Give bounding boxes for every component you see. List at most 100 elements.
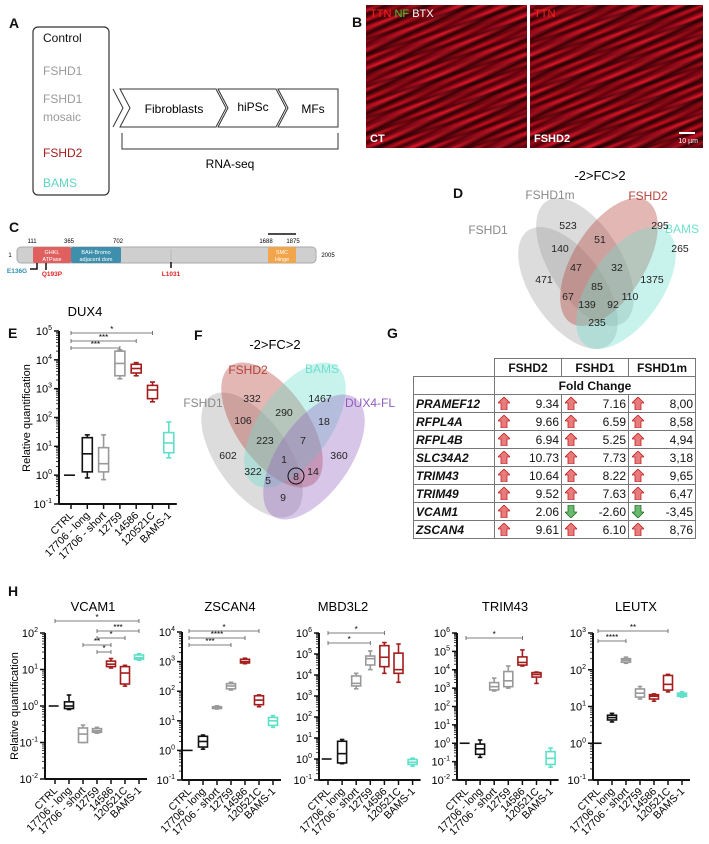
box-17706-long bbox=[474, 739, 486, 759]
box-12759 bbox=[114, 349, 126, 380]
arrow-up-icon bbox=[498, 505, 510, 518]
gene-name: PRAMEF12 bbox=[413, 394, 495, 413]
significance-label: ** bbox=[94, 637, 100, 646]
fold-change-cell: 9.61 bbox=[494, 520, 562, 539]
box-12759 bbox=[364, 650, 376, 671]
arrow-up-icon bbox=[498, 469, 510, 482]
y-tick-label: 104 bbox=[159, 626, 175, 639]
pos-1875: 1875 bbox=[286, 239, 300, 245]
group-bams: BAMS bbox=[43, 176, 77, 190]
fold-change-value: 6.94 bbox=[535, 432, 559, 447]
y-axis-label: Relative quantification bbox=[9, 652, 21, 760]
rnaseq-label: RNA-seq bbox=[206, 157, 255, 171]
chevron-fibroblasts bbox=[119, 88, 227, 128]
iqr-box bbox=[336, 740, 348, 764]
fold-change-value: 6.59 bbox=[602, 414, 626, 429]
venn-d-region-count: 1375 bbox=[640, 274, 664, 286]
y-tick-label: 101 bbox=[159, 715, 175, 728]
fold-change-cell: 9.34 bbox=[494, 394, 562, 413]
gene-name: VCAM1 bbox=[413, 502, 495, 521]
panel-label-h: H bbox=[8, 583, 18, 599]
pos-702: 702 bbox=[113, 239, 124, 245]
y-tick-label: 102 bbox=[434, 701, 450, 714]
y-tick-label: 10-1 bbox=[294, 774, 313, 787]
y-tick-label: 102 bbox=[159, 685, 175, 698]
fold-change-cell: 2.06 bbox=[494, 502, 562, 521]
box-17706-short bbox=[211, 705, 223, 710]
table-corner-2 bbox=[413, 376, 495, 395]
mutation-l1031: L1031 bbox=[162, 271, 181, 278]
venn-d-region-count: 295 bbox=[651, 220, 669, 232]
arrow-up-icon bbox=[498, 487, 510, 500]
condition-ct: CT bbox=[370, 133, 385, 145]
venn-d-region-count: 85 bbox=[591, 281, 603, 293]
fold-change-value: 9.34 bbox=[535, 396, 559, 411]
venn-f-region-count: 290 bbox=[275, 407, 293, 419]
chart-title: LEUTX bbox=[615, 599, 657, 614]
box-17706-short bbox=[97, 434, 110, 481]
chart-title: TRIM43 bbox=[482, 599, 528, 614]
y-tick-label: 103 bbox=[434, 682, 450, 695]
fold-change-cell: 7.63 bbox=[561, 484, 629, 503]
y-tick-label: 100 bbox=[570, 737, 586, 750]
iqr-box bbox=[146, 384, 159, 400]
significance-bar: *** bbox=[70, 340, 121, 350]
subheader-fold-change: Fold Change bbox=[494, 376, 696, 395]
gene-name: SLC34A2 bbox=[413, 448, 495, 467]
significance-bar: * bbox=[465, 630, 523, 640]
y-tick-label: 100 bbox=[296, 753, 312, 766]
box-17706-long bbox=[336, 738, 348, 765]
significance-bar: * bbox=[96, 644, 112, 654]
domain-smc-label2: Hinge bbox=[275, 257, 289, 263]
fold-change-cell: 10.73 bbox=[494, 448, 562, 467]
venn-d-region-count: 32 bbox=[611, 262, 623, 274]
venn-f-region-count: 106 bbox=[234, 415, 252, 427]
fold-change-cell: 9,65 bbox=[628, 466, 696, 485]
arrow-down-icon bbox=[565, 505, 577, 518]
significance-bar: * bbox=[96, 630, 126, 640]
venn-d-region-count: 67 bbox=[562, 291, 574, 303]
venn-f-region-count: 14 bbox=[307, 466, 319, 478]
box-bams-1 bbox=[676, 691, 688, 698]
arrow-up-icon bbox=[498, 397, 510, 410]
significance-label: *** bbox=[91, 340, 100, 349]
box-bams-1 bbox=[267, 714, 279, 729]
box-17706-short bbox=[620, 656, 632, 665]
col-header-fshd1m: FSHD1m bbox=[628, 358, 696, 377]
fold-change-cell: 8,76 bbox=[628, 520, 696, 539]
venn-f-region-count: 1467 bbox=[308, 393, 332, 405]
panel-label-e: E bbox=[8, 325, 17, 341]
y-tick-label: 10-2 bbox=[432, 774, 451, 787]
table-header-row: FSHD2 FSHD1 FSHD1m bbox=[413, 358, 696, 377]
chart-title: VCAM1 bbox=[71, 599, 116, 614]
y-tick-label: 101 bbox=[570, 701, 586, 714]
y-tick-label: 100 bbox=[434, 737, 450, 750]
domain-smc-label: SMC bbox=[276, 250, 288, 256]
box-bams-1 bbox=[545, 747, 556, 768]
venn-d-region-count: 140 bbox=[551, 243, 569, 255]
panel-label-c: C bbox=[9, 219, 19, 235]
venn-f-region-count: 7 bbox=[300, 435, 306, 447]
fold-change-cell: 9.52 bbox=[494, 484, 562, 503]
box-17706-short bbox=[77, 724, 89, 744]
box-12759 bbox=[91, 726, 103, 734]
significance-label: * bbox=[95, 613, 98, 622]
box-17706-long bbox=[81, 434, 94, 479]
y-tick-label: 104 bbox=[36, 354, 52, 367]
panel-label-g: G bbox=[387, 325, 398, 341]
fold-change-value: 8.22 bbox=[602, 468, 626, 483]
gene-name: RFPL4A bbox=[413, 412, 495, 431]
group-control: Control bbox=[43, 31, 82, 45]
domain-bah bbox=[71, 247, 121, 263]
arrow-up-icon bbox=[565, 523, 577, 536]
gene-name: TRIM43 bbox=[413, 466, 495, 485]
fold-change-value: 8,58 bbox=[669, 414, 693, 429]
y-tick-label: 10-1 bbox=[432, 756, 451, 769]
venn-f-label-bams: BAMS bbox=[305, 362, 339, 376]
domain-smc-hinge bbox=[268, 247, 296, 263]
venn-d-region-count: 523 bbox=[559, 220, 577, 232]
condition-fshd2: FSHD2 bbox=[534, 133, 571, 145]
